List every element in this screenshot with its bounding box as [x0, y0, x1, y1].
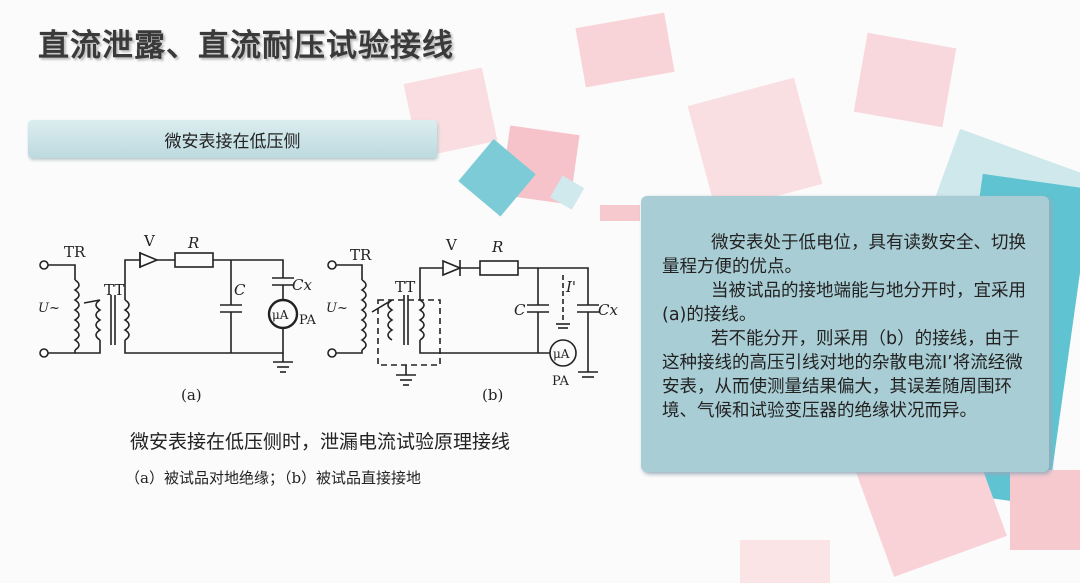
- label-cx-b: Cx: [598, 301, 618, 319]
- label-r-a: R: [187, 234, 199, 252]
- label-v-a: V: [143, 232, 156, 250]
- label-u-a: U~: [38, 301, 60, 316]
- note-paragraph: 若不能分开，则采用（b）的接线，由于这种接线的高压引线对地的杂散电流I’将流经微…: [662, 329, 1023, 421]
- note-paragraph: 微安表处于低电位，具有读数安全、切换量程方便的优点。: [662, 233, 1026, 277]
- slide-title: 直流泄露、直流耐压试验接线: [38, 28, 454, 64]
- circuit-diagram: TR TT V R C Cx μA PA U~ (a) TR TT V R C …: [38, 232, 618, 404]
- section-label-bar: 微安表接在低压侧: [28, 120, 437, 158]
- label-i-b: I': [565, 278, 576, 296]
- figure-subcaption: （a）被试品对地绝缘；（b）被试品直接接地: [125, 469, 422, 487]
- note-paragraph: 当被试品的接地端能与地分开时，宜采用(a)的接线。: [662, 281, 1026, 325]
- caption-b: (b): [482, 386, 503, 404]
- label-v-b: V: [445, 236, 458, 254]
- label-tr-a: TR: [64, 243, 86, 261]
- label-cx-a: Cx: [292, 276, 312, 294]
- label-tr-b: TR: [350, 246, 372, 264]
- label-c-b: C: [514, 301, 526, 319]
- note-text: 微安表处于低电位，具有读数安全、切换量程方便的优点。 当被试品的接地端能与地分开…: [662, 231, 1037, 423]
- figure-caption: 微安表接在低压侧时，泄漏电流试验原理接线: [130, 431, 511, 453]
- circuit-a: [39, 251, 299, 373]
- label-tt-b: TT: [395, 278, 415, 296]
- circuit-b: [327, 259, 599, 386]
- label-c-a: C: [234, 281, 246, 299]
- note-box: [641, 196, 1049, 472]
- label-r-b: R: [491, 238, 503, 256]
- caption-a: (a): [181, 386, 202, 404]
- label-u-b: U~: [326, 301, 348, 316]
- label-ua-a: μA: [272, 308, 289, 322]
- label-tt-a: TT: [104, 281, 124, 299]
- label-pa-a: PA: [299, 313, 317, 328]
- section-label: 微安表接在低压侧: [164, 131, 301, 152]
- label-pa-b: PA: [552, 374, 570, 389]
- label-ua-b: μA: [553, 347, 570, 361]
